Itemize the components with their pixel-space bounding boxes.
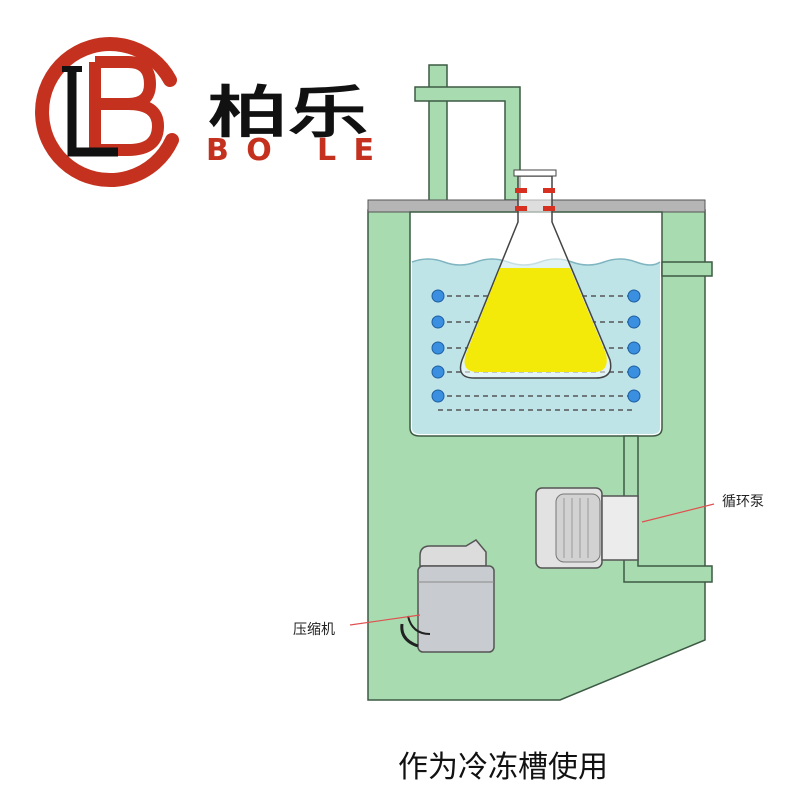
circulation-pump-icon <box>535 487 639 569</box>
compressor-label: 压缩机 <box>293 622 335 638</box>
erlenmeyer-flask-icon <box>459 169 612 379</box>
flask-liquid <box>464 268 607 372</box>
pump-label: 循环泵 <box>722 494 764 510</box>
inlet-pipe <box>414 64 521 206</box>
pump-leader-line <box>641 503 715 523</box>
compressor-icon <box>400 539 495 653</box>
outlet-pipe-upper <box>661 261 713 277</box>
brand-logo: 柏乐 BO LE <box>35 37 374 187</box>
pump-loop-pipe <box>623 435 713 583</box>
compressor-leader-line <box>349 614 421 626</box>
diagram-caption: 作为冷冻槽使用 <box>398 750 608 785</box>
coil-dots <box>431 289 641 403</box>
lb-logo-icon <box>35 37 179 187</box>
brand-name-cn: 柏乐 <box>208 81 368 146</box>
